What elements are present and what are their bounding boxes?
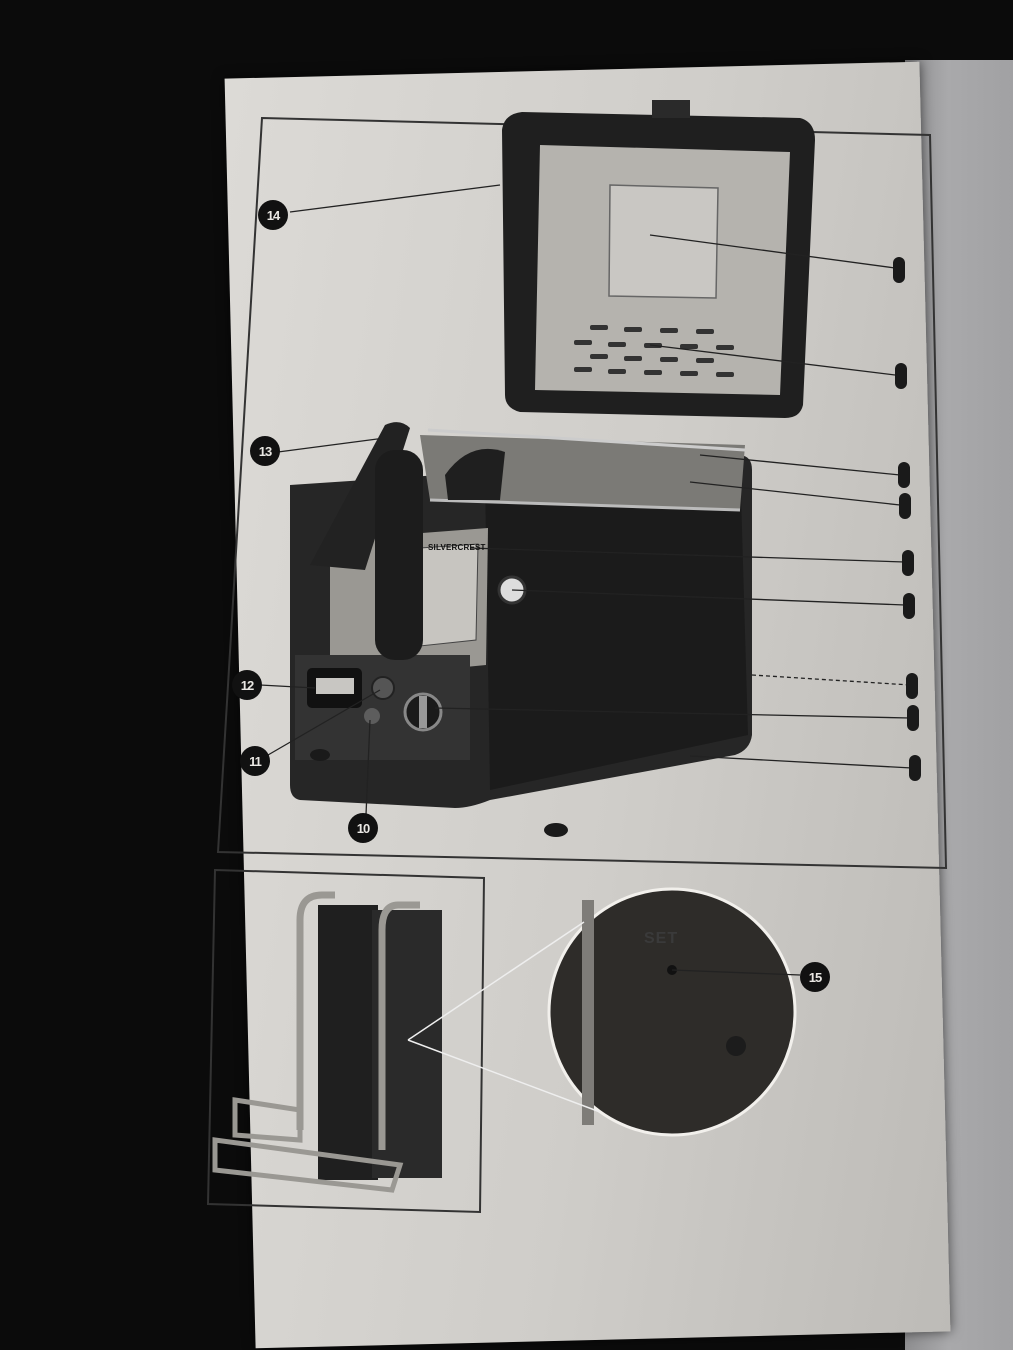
callout-11: 11 — [240, 746, 270, 776]
set-label: SET — [644, 930, 679, 947]
detail-frame-left — [206, 868, 486, 1214]
callout-13: 13 — [250, 436, 280, 466]
callout-edge-9 — [909, 755, 921, 781]
callout-edge-1 — [893, 257, 905, 283]
callout-edge-6 — [903, 593, 915, 619]
callout-14: 14 — [258, 200, 288, 230]
callout-edge-3 — [898, 462, 910, 488]
callout-edge-2 — [895, 363, 907, 389]
callout-edge-5 — [902, 550, 914, 576]
leader-lines — [259, 184, 913, 976]
callout-15: 15 — [800, 962, 830, 992]
callout-edge-7 — [906, 673, 918, 699]
basket-handle — [310, 422, 505, 660]
callout-edge-8 — [907, 705, 919, 731]
zoom-detail — [407, 887, 797, 1137]
callout-edge-4 — [899, 493, 911, 519]
basket-hook-detail — [212, 891, 442, 1193]
brand-label: SILVERCREST — [428, 543, 486, 552]
callout-12: 12 — [232, 670, 262, 700]
callout-10: 10 — [348, 813, 378, 843]
